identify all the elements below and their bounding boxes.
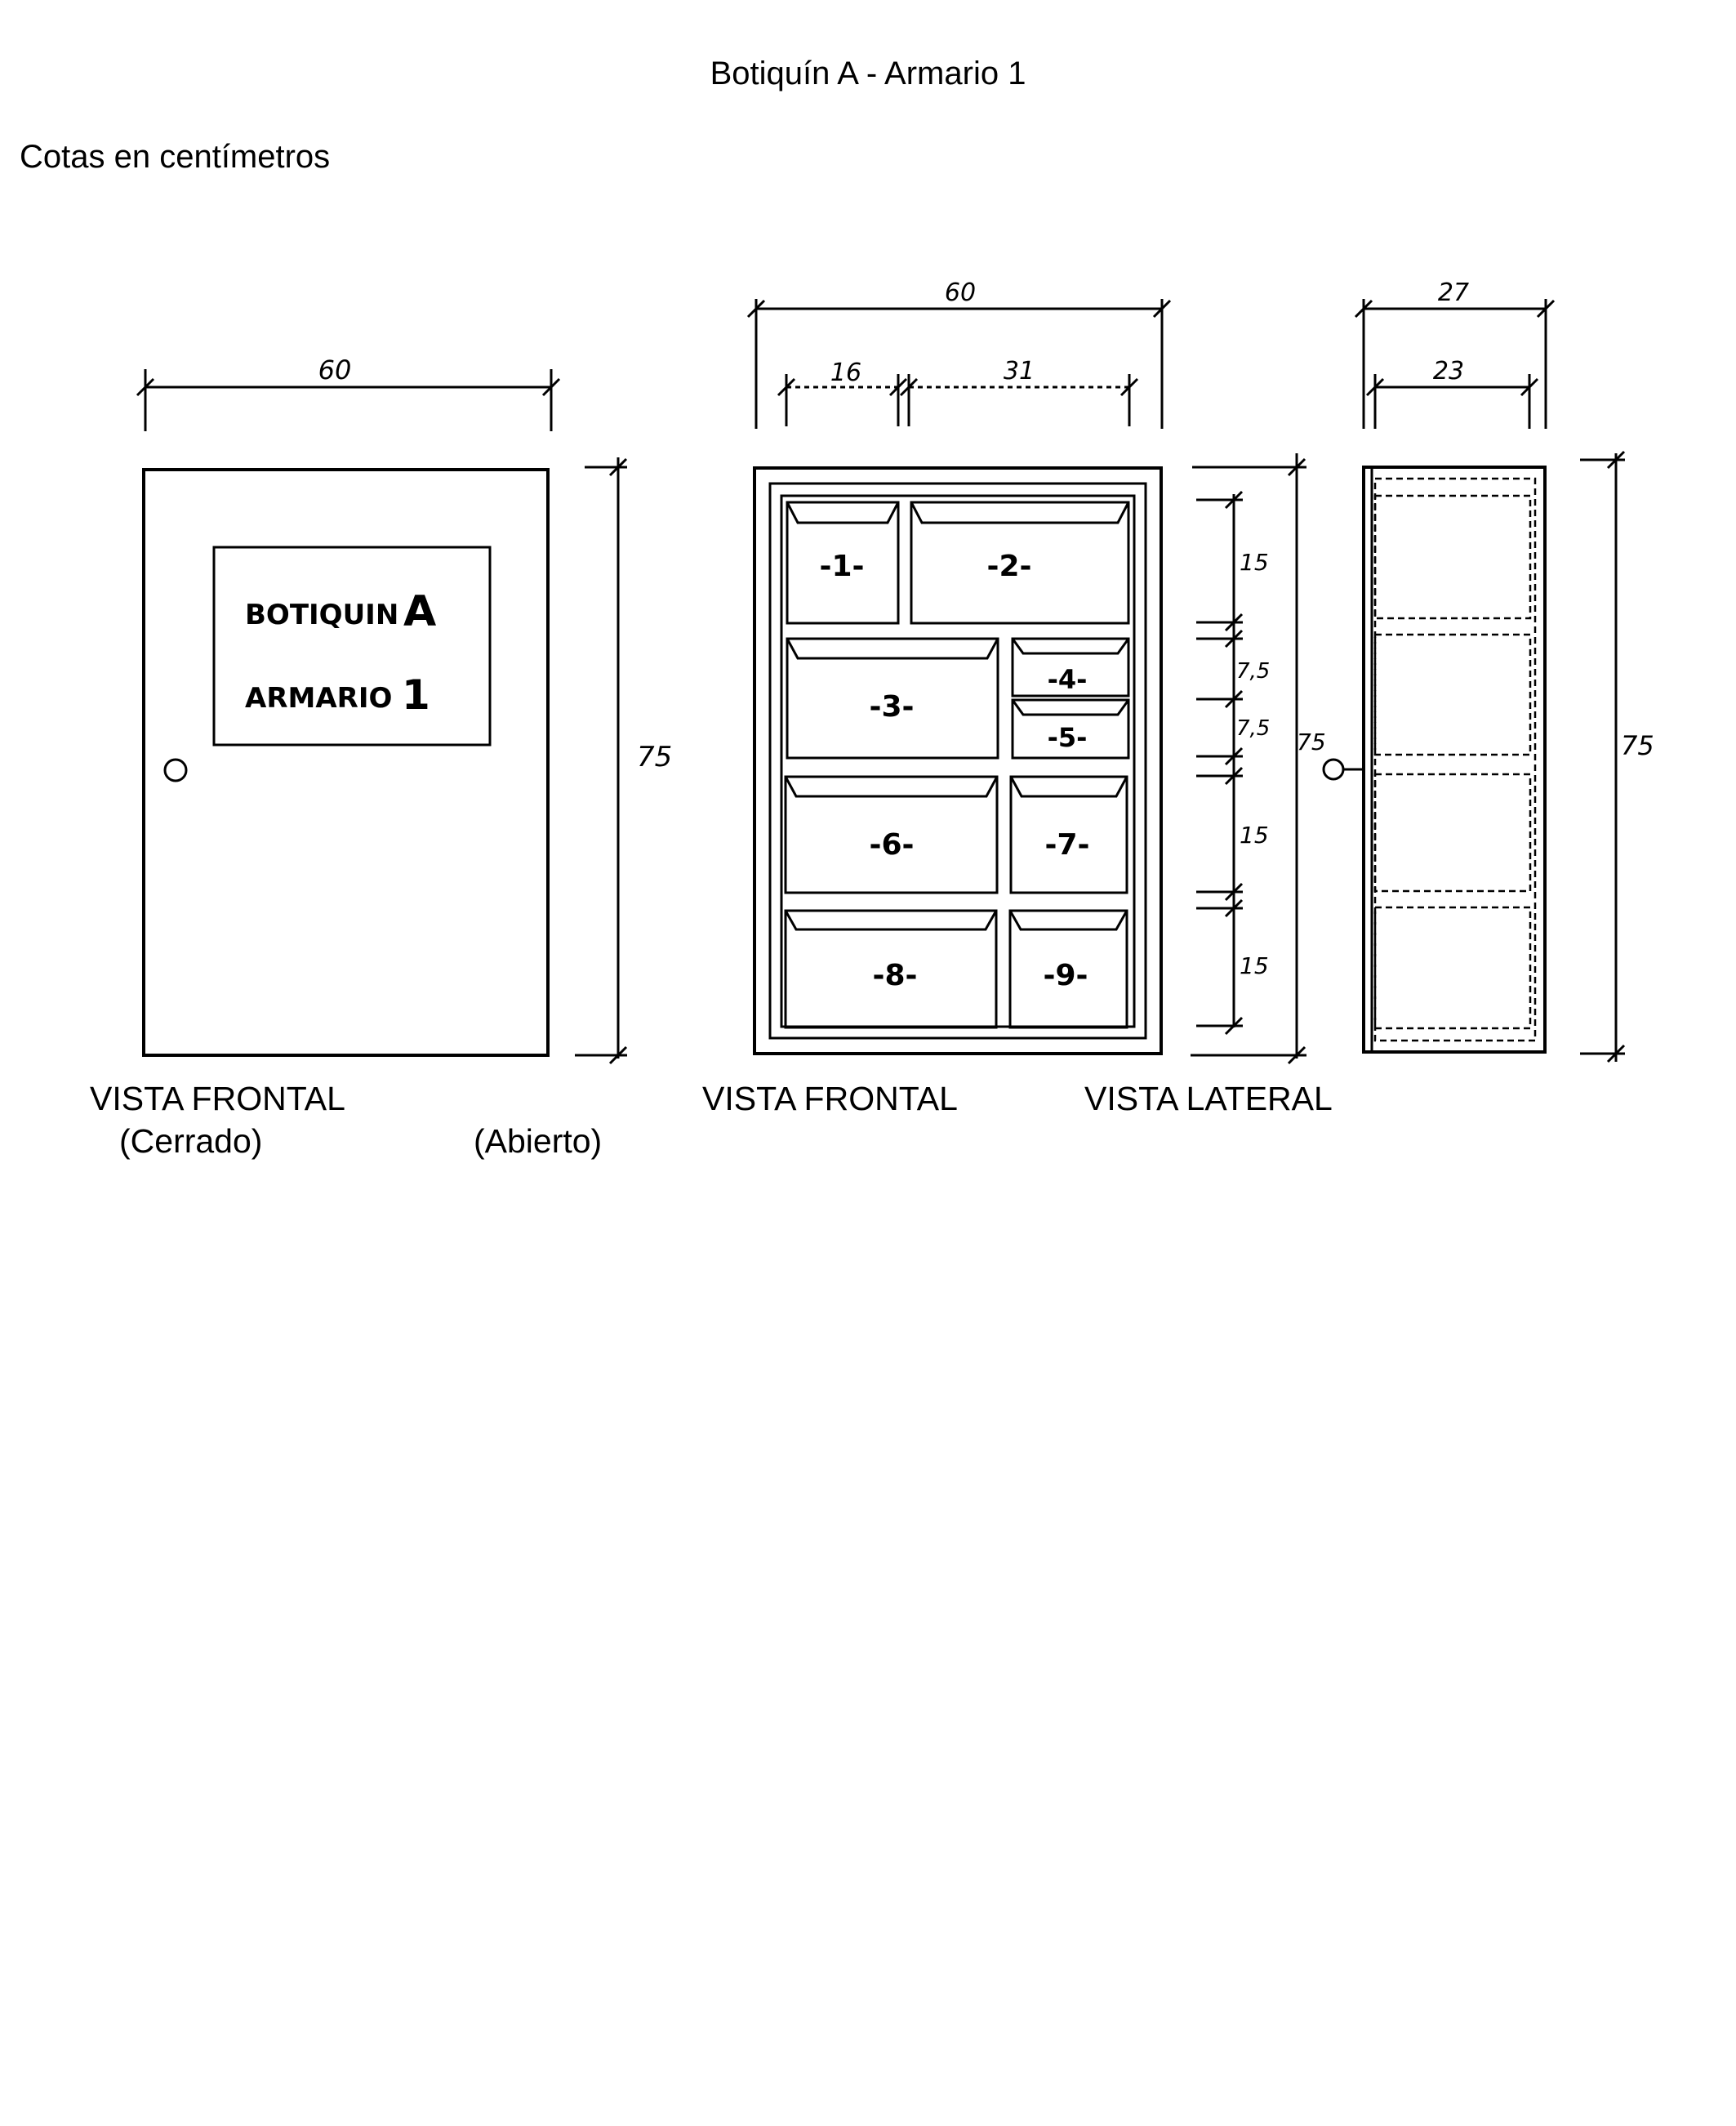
compartment-label-6: -6-: [870, 828, 915, 862]
compartment-label-3: -3-: [870, 690, 915, 724]
units-note: Cotas en centímetros: [20, 139, 331, 175]
compartment-boxes: [784, 501, 1130, 1029]
compartment-label-9: -9-: [1044, 959, 1088, 992]
sign-number: 1: [402, 671, 430, 719]
open-width-value: 60: [945, 279, 976, 307]
closed-front-view: [136, 369, 628, 1065]
open-height-dimension: [1191, 453, 1306, 1065]
side-inner-depth-dimension: [1365, 374, 1539, 429]
open-height-value: 75: [1297, 729, 1326, 755]
drawer-box-3: [786, 637, 999, 760]
side-outer-depth-value: 27: [1438, 279, 1469, 307]
side-door-knob-icon: [1322, 758, 1345, 781]
sign-plate: [212, 546, 492, 747]
compartment-label-7: -7-: [1045, 828, 1090, 862]
side-hidden-lines: [1373, 477, 1537, 1042]
open-right-column-dimension: [899, 374, 1139, 426]
open-front-view: [746, 299, 1306, 1065]
drawer-box-8: [784, 909, 998, 1029]
row-3-height-value: 15: [1240, 822, 1269, 849]
side-height-dimension: [1580, 450, 1626, 1063]
compartment-label-8: -8-: [873, 959, 918, 992]
closed-cabinet-outline: [142, 468, 550, 1057]
row-2b-height-value: 7,5: [1236, 716, 1270, 741]
closed-height-value: 75: [637, 741, 672, 773]
sign-letter: A: [403, 587, 436, 636]
side-outer-depth-dimension: [1354, 299, 1556, 429]
side-height-value: 75: [1621, 730, 1654, 761]
closed-height-dimension: [575, 457, 628, 1065]
compartment-label-5: -5-: [1048, 722, 1088, 753]
drawer-box-9: [1008, 909, 1128, 1029]
open-right-column-value: 31: [1004, 357, 1035, 386]
sign-line-2: ARMARIO: [245, 682, 392, 715]
open-left-column-dimension: [777, 374, 908, 426]
open-cabinet-inner: [768, 482, 1147, 1040]
open-left-column-value: 16: [830, 359, 861, 387]
side-inner-depth-value: 23: [1433, 357, 1464, 386]
row-4-height-value: 15: [1240, 952, 1269, 979]
compartment-label-1: -1-: [820, 550, 865, 583]
page-title: Botiquín A - Armario 1: [710, 56, 1026, 91]
closed-width-value: 60: [318, 354, 352, 386]
sign-line-1: BOTIQUIN: [245, 599, 398, 631]
door-knob-icon: [163, 758, 188, 782]
closed-state-label: (Cerrado): [119, 1122, 263, 1160]
compartment-label-2: -2-: [987, 550, 1032, 583]
drawer-box-1: [786, 501, 900, 625]
side-view-label: VISTA LATERAL: [1084, 1080, 1333, 1117]
open-width-dimension: [746, 299, 1172, 429]
row-height-dimensions: [1196, 490, 1244, 1036]
drawer-box-5: [1011, 698, 1130, 760]
drawer-box-6: [784, 775, 999, 894]
closed-width-dimension: [136, 369, 561, 431]
open-cabinet-outer: [753, 466, 1163, 1055]
drawer-box-2: [910, 501, 1130, 625]
closed-front-view-label: VISTA FRONTAL: [90, 1080, 345, 1117]
row-1-height-value: 15: [1240, 549, 1269, 576]
side-cabinet-outline: [1362, 466, 1547, 1054]
compartment-label-4: -4-: [1048, 664, 1088, 695]
side-view: [1322, 299, 1626, 1063]
drawer-box-7: [1009, 775, 1128, 894]
open-front-view-label: VISTA FRONTAL: [702, 1080, 958, 1117]
row-2a-height-value: 7,5: [1236, 659, 1270, 684]
drawer-box-4: [1011, 637, 1130, 698]
open-state-label: (Abierto): [474, 1122, 603, 1160]
